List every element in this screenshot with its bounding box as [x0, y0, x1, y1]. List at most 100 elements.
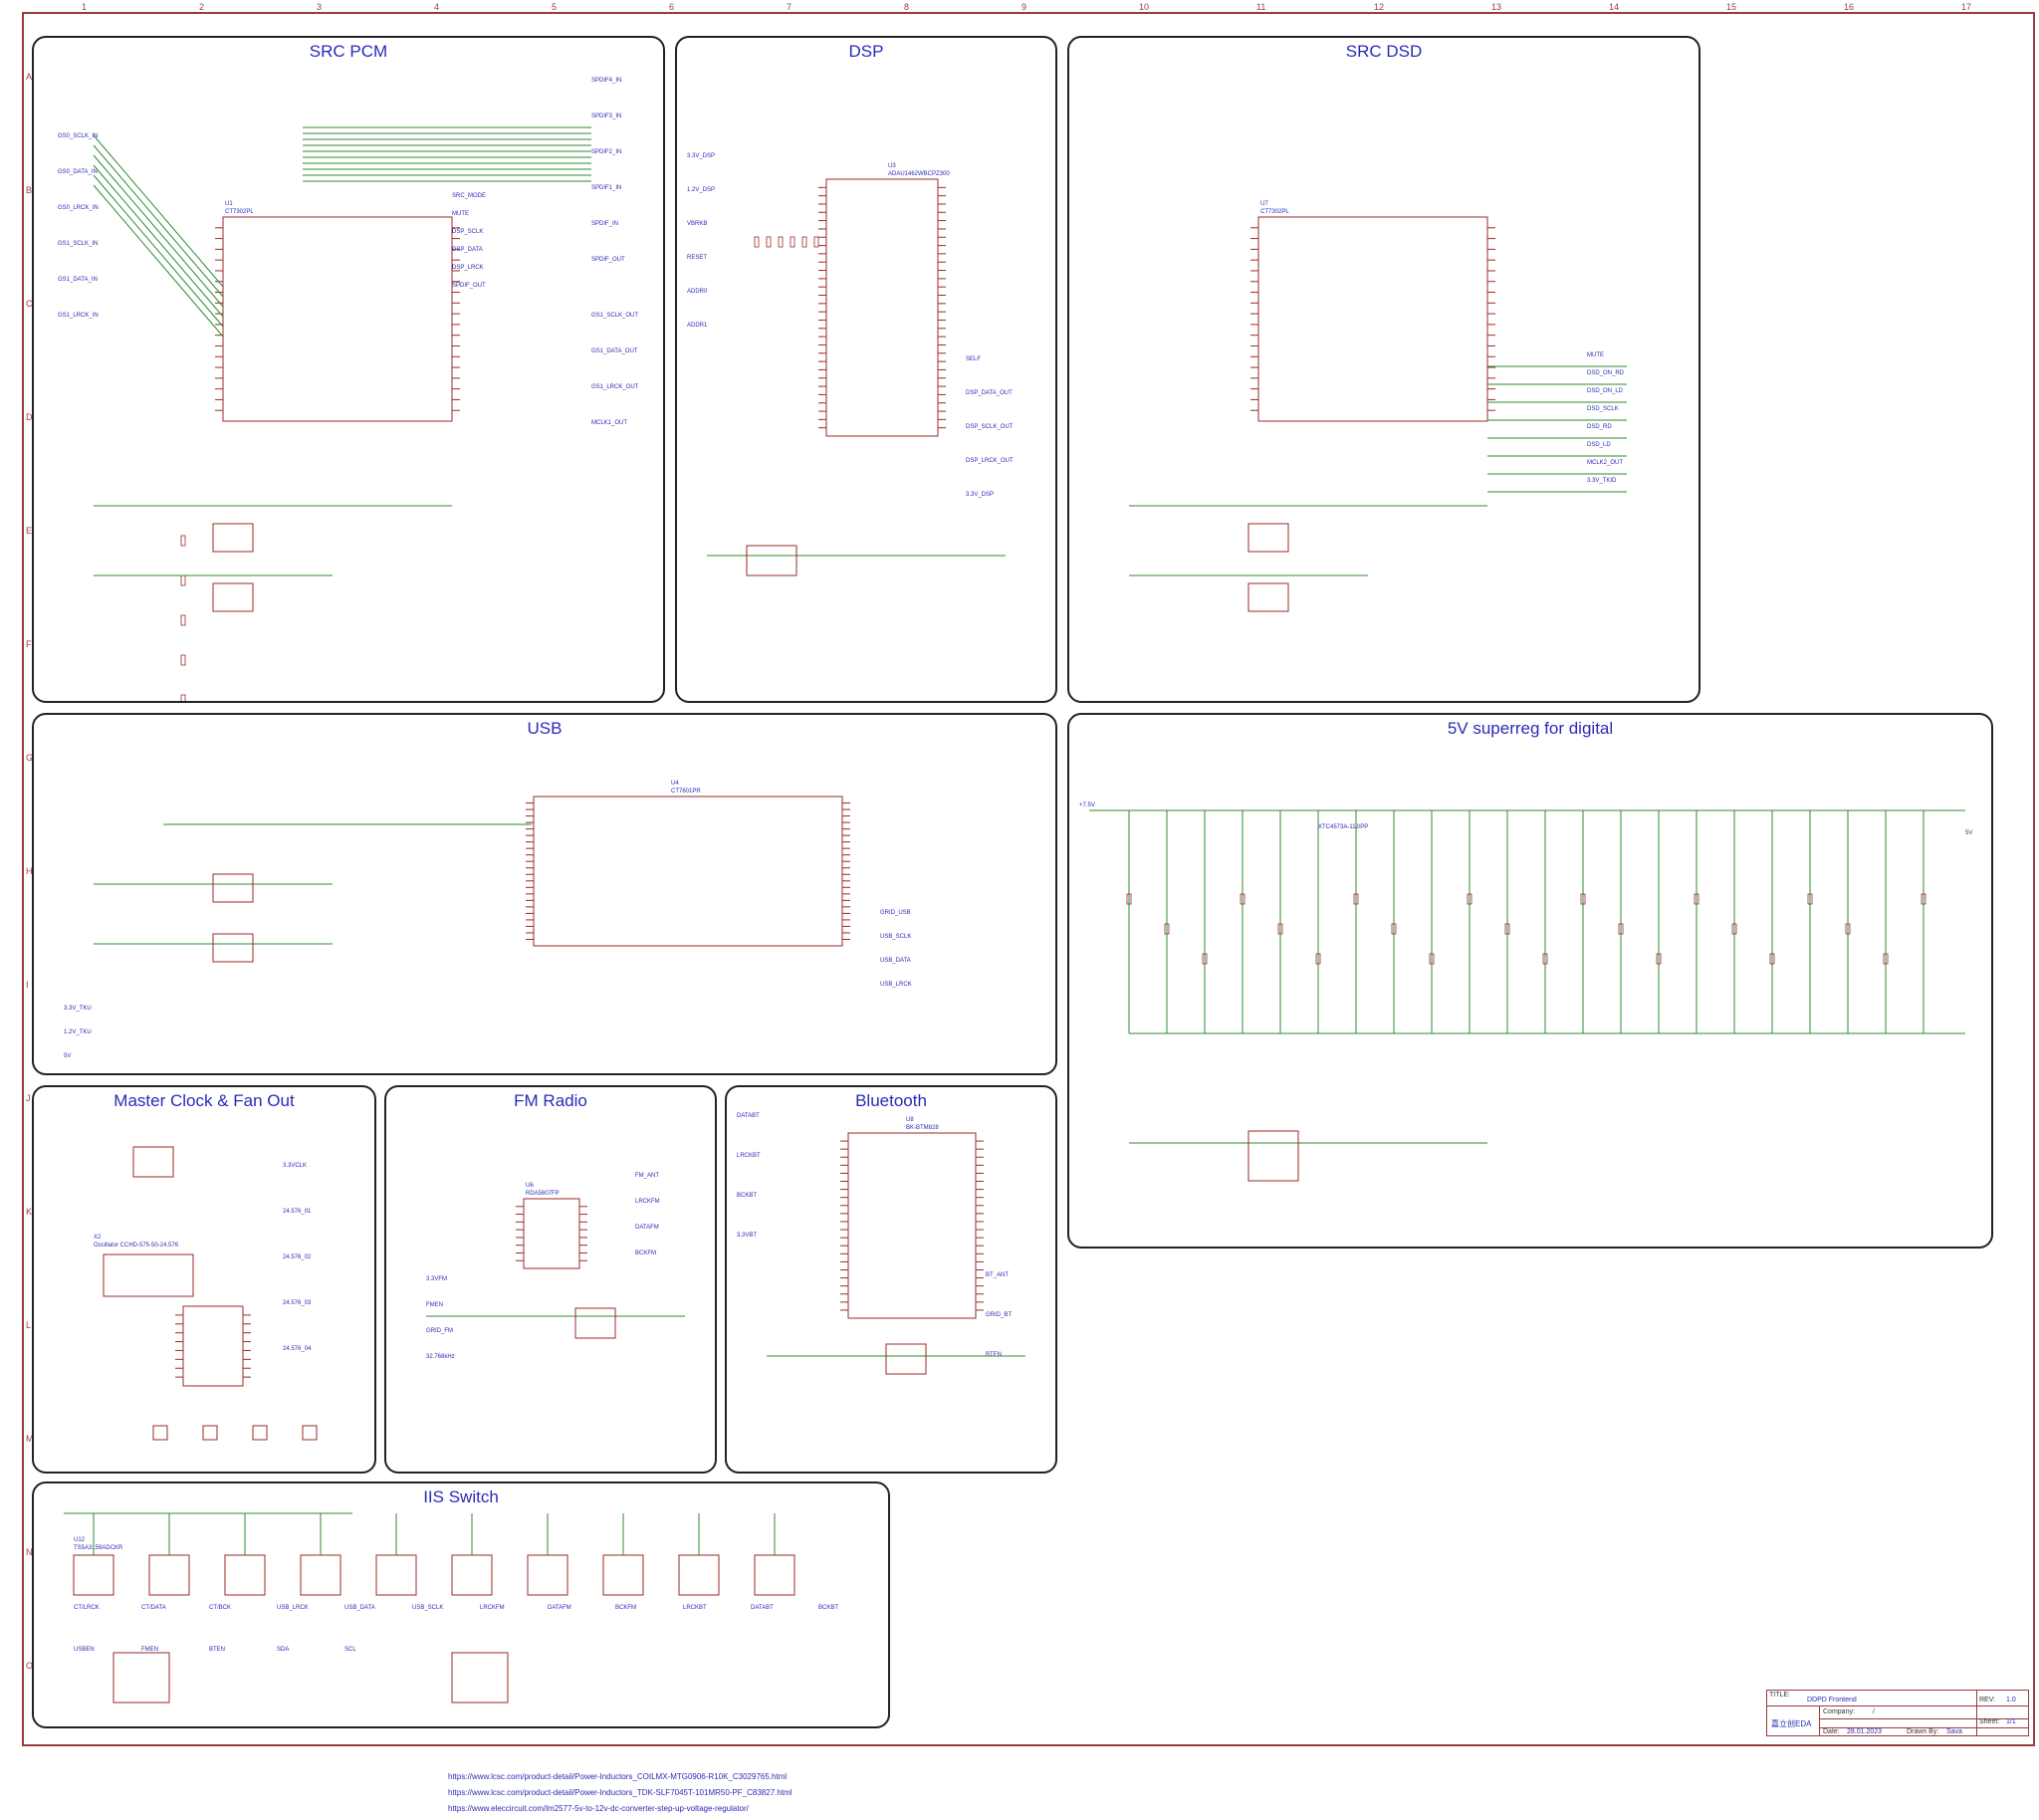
fm-net-7: 32.768kHz: [426, 1354, 455, 1360]
iis-net-4: USB_DATA: [344, 1605, 375, 1611]
ruler-row-J: J: [26, 1093, 31, 1103]
src-pcm-net-3: GS1_SCLK_IN: [58, 241, 98, 247]
usb-net-0: GRID_USB: [880, 910, 911, 916]
title-label: TITLE:: [1769, 1692, 1791, 1699]
ruler-col-1: 1: [82, 2, 88, 12]
ruler-col-14: 14: [1609, 2, 1620, 12]
block-title-src-dsd: SRC DSD: [1345, 42, 1423, 61]
ruler-col-12: 12: [1374, 2, 1385, 12]
ruler-col-8: 8: [904, 2, 910, 12]
src-pcm-net-6: SPDIF4_IN: [591, 78, 621, 84]
src-pcm-net-14: GS1_LRCK_OUT: [591, 384, 639, 390]
ruler-col-2: 2: [199, 2, 205, 12]
iis-net-14: BTEN: [209, 1647, 225, 1653]
sheet-label: Sheet:: [1979, 1718, 2000, 1725]
ruler-row-K: K: [26, 1207, 33, 1217]
iis-net-3: USB_LRCK: [277, 1605, 309, 1611]
src-dsd-net-2: DSD_ON_LD: [1587, 388, 1624, 394]
company-label: Company:: [1823, 1708, 1855, 1715]
src-pcm-net-9: SPDIF1_IN: [591, 185, 621, 191]
footer-link-1[interactable]: https://www.lcsc.com/product-detail/Powe…: [448, 1772, 788, 1781]
schematic-sheet: [22, 12, 2035, 1746]
superreg-net-2: XTC4573A-11J/PP: [1318, 824, 1368, 830]
ruler-col-10: 10: [1139, 2, 1150, 12]
src-pcm-net-5: GS1_LRCK_IN: [58, 313, 99, 319]
drawn-value: Sava: [1946, 1728, 1962, 1735]
src-dsd-schematic: CT7302PL U7 MUTEDSD_ON_RDDSD_ON_LDDSD_SC…: [1129, 201, 1627, 612]
src-pcm-net-11: SPDIF_OUT: [591, 257, 625, 263]
iis-net-10: DATABT: [751, 1605, 774, 1611]
iis-net-0: CT/LRCK: [74, 1605, 100, 1611]
clock-net-3: 24.576_03: [283, 1300, 312, 1306]
src-pcm-net-16: SRC_MODE: [452, 193, 486, 199]
block-master-clock[interactable]: Master Clock & Fan Out Oscillator CCHD-5…: [32, 1085, 376, 1474]
ruler-row-L: L: [26, 1320, 32, 1330]
title-block: TITLE: DDPD Frontend REV: 1.0 Company: /…: [1766, 1690, 2029, 1736]
footer-link-2[interactable]: https://www.lcsc.com/product-detail/Powe…: [448, 1788, 793, 1797]
ruler-col-7: 7: [787, 2, 793, 12]
ruler-row-B: B: [26, 185, 33, 195]
company-value: /: [1873, 1708, 1875, 1715]
ruler-row-E: E: [26, 526, 33, 536]
dsp-net-10: 3.3V_DSP: [966, 492, 994, 498]
fm-net-6: GRID_FM: [426, 1328, 453, 1334]
fm-net-4: 3.3VFM: [426, 1276, 447, 1282]
dsp-chip-label: ADAU1462WBCPZ300: [888, 171, 950, 177]
bluetooth-schematic: BK-BTM828 U8 DATABTLRCKBTBCKBT3.3VBTBT_A…: [737, 1113, 1025, 1375]
usb-schematic: CT7601PR U4 GRID_USBUSB_SCLKUSB_DATAUSB_…: [64, 781, 912, 1059]
block-title-usb: USB: [527, 719, 563, 738]
src-dsd-net-3: DSD_SCLK: [1587, 406, 1619, 412]
iis-net-11: BCKBT: [818, 1605, 838, 1611]
date-label: Date:: [1823, 1728, 1840, 1735]
ruler-col-4: 4: [434, 2, 440, 12]
iis-chip-ref: U12: [74, 1537, 86, 1543]
ruler-row-C: C: [26, 299, 33, 309]
ruler-col-6: 6: [669, 2, 675, 12]
bt-net-4: BT_ANT: [986, 1272, 1009, 1278]
dsp-net-7: DSP_DATA_OUT: [966, 390, 1013, 396]
fm-net-0: FM_ANT: [635, 1173, 659, 1179]
dsp-net-1: 1.2V_DSP: [687, 187, 715, 193]
fm-net-3: BCKFM: [635, 1251, 656, 1256]
eda-brand-logo: 嘉立创EDA: [1771, 1719, 1812, 1728]
iis-net-2: CT/BCK: [209, 1605, 231, 1611]
bt-net-5: GRID_BT: [986, 1312, 1012, 1318]
block-title-bluetooth: Bluetooth: [855, 1091, 927, 1110]
dsp-net-6: SELF: [966, 356, 981, 362]
src-dsd-net-1: DSD_ON_RD: [1587, 370, 1625, 376]
usb-net-3: USB_LRCK: [880, 982, 912, 988]
block-title-iis-switch: IIS Switch: [423, 1487, 499, 1506]
master-clock-schematic: Oscillator CCHD-575-50-24.576 X2 3.3VCLK…: [94, 1146, 318, 1441]
footer-link-3[interactable]: https://www.eleccircuit.com/lm2577-5v-to…: [448, 1804, 749, 1813]
ruler-col-16: 16: [1844, 2, 1855, 12]
block-title-src-pcm: SRC PCM: [309, 42, 388, 61]
ruler-col-5: 5: [552, 2, 558, 12]
usb-net-2: USB_DATA: [880, 958, 911, 964]
src-pcm-chip-label: CT7302PL: [225, 209, 254, 215]
ruler-row-I: I: [26, 980, 29, 990]
superreg-net-1: 5V: [1965, 830, 1972, 836]
ruler-col-15: 15: [1726, 2, 1737, 12]
fm-net-2: DATAFM: [635, 1225, 659, 1231]
dsp-net-3: RESET: [687, 255, 707, 261]
dsp-net-4: ADDR0: [687, 289, 708, 295]
iis-net-13: FMEN: [141, 1647, 158, 1653]
iis-net-9: LRCKBT: [683, 1605, 707, 1611]
iis-net-5: USB_SCLK: [412, 1605, 443, 1611]
clock-net-1: 24.576_01: [283, 1209, 312, 1215]
fm-chip-ref: U6: [526, 1183, 534, 1189]
src-pcm-net-13: GS1_DATA_OUT: [591, 348, 638, 354]
src-pcm-schematic: CT7302PL U1 GS0_SCLK_INGS0_DATA_INGS0_LR…: [58, 78, 639, 701]
src-pcm-net-0: GS0_SCLK_IN: [58, 133, 98, 139]
iis-net-15: SDA: [277, 1647, 289, 1653]
fm-net-5: FMEN: [426, 1302, 443, 1308]
